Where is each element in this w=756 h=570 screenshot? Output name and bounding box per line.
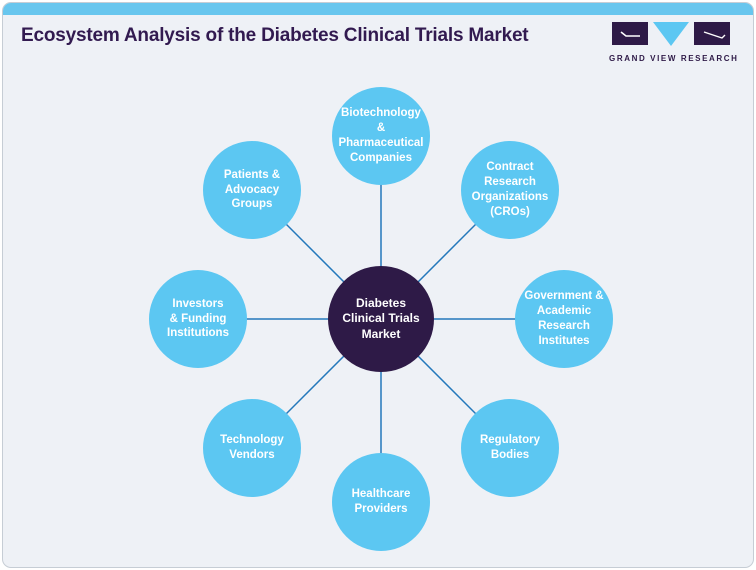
page-title: Ecosystem Analysis of the Diabetes Clini… [21, 25, 529, 46]
node-investors-funding-institutions: Investors & Funding Institutions [149, 270, 247, 368]
node-healthcare-providers: Healthcare Providers [332, 453, 430, 551]
logo-brand-text: GRAND VIEW RESEARCH [609, 54, 739, 63]
node-biotech-pharma-companies: Biotechnology & Pharmaceutical Companies [332, 87, 430, 185]
ecosystem-diagram: Biotechnology & Pharmaceutical Companies… [3, 3, 753, 567]
node-label: Investors & Funding Institutions [167, 297, 229, 340]
node-contract-research-organizations: Contract Research Organizations (CROs) [461, 141, 559, 239]
node-regulatory-bodies: Regulatory Bodies [461, 399, 559, 497]
node-label: Patients & Advocacy Groups [223, 168, 281, 211]
node-label: Technology Vendors [220, 434, 284, 461]
node-label: Biotechnology & Pharmaceutical Companies [338, 107, 424, 164]
hub-label: Diabetes Clinical Trials Market [342, 295, 420, 341]
gvr-logo-icon [612, 22, 730, 46]
grand-view-research-logo: GRAND VIEW RESEARCH [609, 21, 737, 63]
node-label: Regulatory Bodies [479, 434, 541, 461]
node-label: Government & Academic Research Institute… [524, 290, 604, 347]
node-label: Contract Research Organizations (CROs) [471, 161, 549, 218]
node-patients-advocacy-groups: Patients & Advocacy Groups [203, 141, 301, 239]
top-accent-bar [3, 3, 753, 15]
node-diabetes-clinical-trials-market-hub: Diabetes Clinical Trials Market [328, 266, 434, 372]
node-government-academic-research-institutes: Government & Academic Research Institute… [515, 270, 613, 368]
node-label: Healthcare Providers [351, 488, 411, 515]
node-technology-vendors: Technology Vendors [203, 399, 301, 497]
